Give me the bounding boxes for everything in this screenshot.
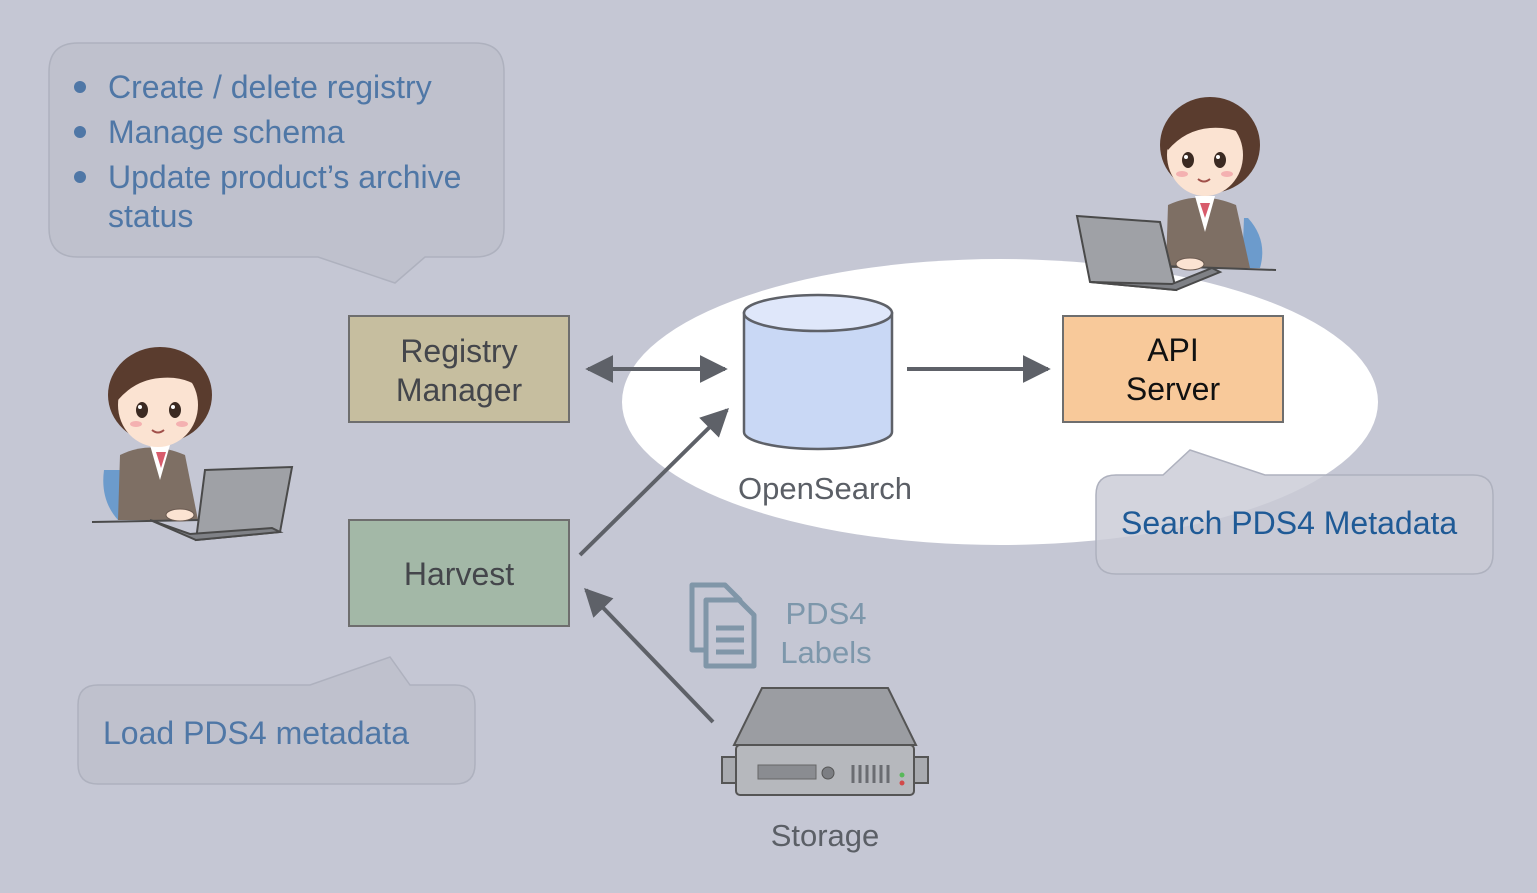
database-cylinder-icon [742, 293, 894, 451]
woman-with-laptop-icon [1075, 97, 1277, 292]
arrow-harvest-opensearch [578, 408, 729, 557]
server-icon [721, 687, 929, 796]
api-server-label-line1: API [1147, 332, 1199, 368]
api-server-label-line2: Server [1126, 371, 1221, 407]
api-server-box: API Server [1062, 315, 1284, 423]
load-speech-bubble: Load PDS4 metadata [77, 656, 476, 785]
admin-task-update-status-cont: status [108, 198, 193, 234]
admin-task-update-status: Update product’s archive [108, 159, 461, 195]
pds4-labels-line2: Labels [780, 635, 871, 670]
opensearch-label: OpenSearch [738, 471, 912, 506]
search-speech-bubble: Search PDS4 Metadata [1095, 449, 1494, 575]
arrow-storage-harvest [584, 587, 715, 724]
registry-manager-label-line1: Registry [400, 333, 517, 369]
search-metadata-text: Search PDS4 Metadata [1121, 505, 1457, 541]
bullet [74, 171, 86, 183]
registry-manager-label-line2: Manager [396, 372, 523, 408]
pds4-labels-line1: PDS4 [786, 596, 867, 631]
harvest-box: Harvest [348, 519, 570, 627]
documents-icon [689, 582, 757, 669]
bullet [74, 126, 86, 138]
admin-task-create-delete: Create / delete registry [108, 69, 432, 105]
registry-manager-box: Registry Manager [348, 315, 570, 423]
load-metadata-text: Load PDS4 metadata [103, 715, 409, 751]
woman-with-laptop-icon [91, 347, 294, 542]
storage-label: Storage [771, 818, 880, 853]
harvest-label: Harvest [404, 556, 514, 592]
admin-task-manage-schema: Manage schema [108, 114, 345, 150]
bullet [74, 81, 86, 93]
admin-speech-bubble: Create / delete registry Manage schema U… [48, 42, 505, 284]
